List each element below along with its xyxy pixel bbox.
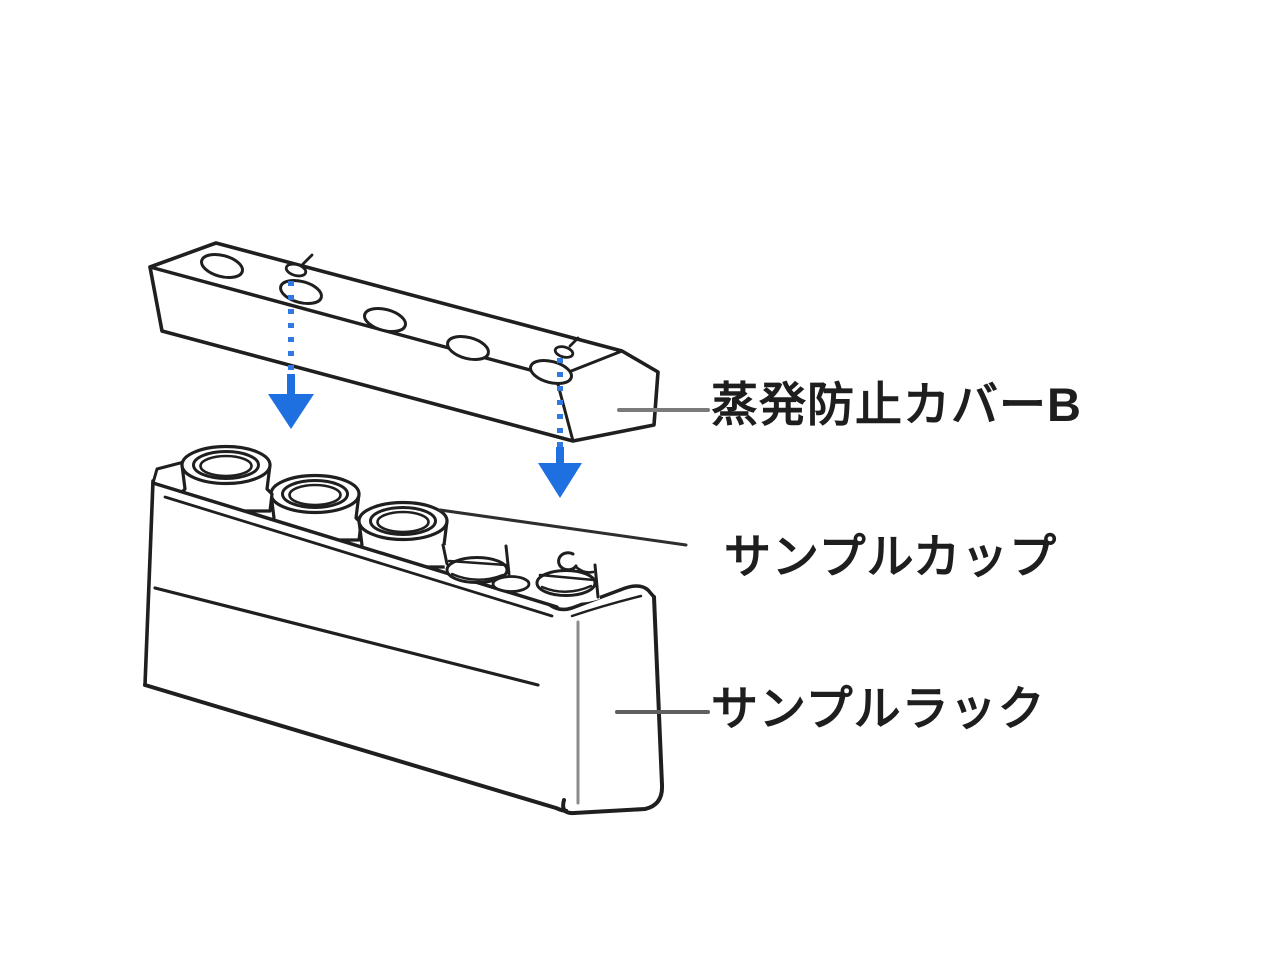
cup-rim-inner <box>281 479 349 509</box>
assembly-arrow-left <box>268 281 314 429</box>
rack-front-wall-fill <box>145 483 566 813</box>
rack-right-end-outline <box>561 595 665 816</box>
cover-hole-4 <box>446 334 490 362</box>
cover-front-top-edge <box>148 265 558 379</box>
rack-right-end-lip <box>570 594 643 618</box>
deck-clip-mark <box>557 551 595 574</box>
rack-right-end-top-edge <box>548 584 656 612</box>
cover-hole-5 <box>529 358 573 386</box>
rack-inner-diagonal <box>153 586 540 687</box>
label-sample-rack: サンプルラック <box>711 682 1046 735</box>
assembly-arrow-right <box>538 358 582 498</box>
cup-cavity <box>199 454 253 478</box>
cover-pin-hole-right-tick <box>568 336 580 348</box>
slot-wall-left <box>441 543 449 566</box>
rack-left-edge <box>143 479 155 687</box>
cover-holes <box>200 252 573 386</box>
cup-rim-inner <box>192 450 260 480</box>
leader-line-sample-cup <box>438 508 688 547</box>
cup-cavity <box>288 483 342 507</box>
cover-pin-hole-left-tick <box>301 253 314 266</box>
rack-top-rim <box>151 481 559 609</box>
cover-hole-3 <box>363 306 407 334</box>
slot-chord <box>538 573 596 582</box>
cover-hole-1 <box>200 252 244 280</box>
clip-loop <box>557 551 578 572</box>
cup-cavity <box>376 510 430 534</box>
cover-silhouette <box>148 241 660 443</box>
cover-pin-holes <box>284 253 580 359</box>
rack-right-end-fill <box>557 589 662 813</box>
rack-inner-rim <box>163 495 554 618</box>
clip-tail <box>574 565 595 574</box>
slot-wall-right <box>504 544 511 576</box>
deck-small-hole <box>491 575 531 593</box>
label-evaporation-cover-b: 蒸発防止カバーB <box>711 378 1082 431</box>
cup-rim-inner <box>369 506 437 536</box>
rack-left-corner-step <box>151 460 186 485</box>
evaporation-cover-b <box>148 241 660 443</box>
arrow-head <box>268 394 314 429</box>
empty-slot-1 <box>441 543 511 584</box>
slot-inner-arc <box>540 584 593 593</box>
rack-right-end <box>548 584 665 816</box>
slot-chord <box>447 559 508 567</box>
slot-wall-right <box>593 563 600 599</box>
label-sample-cup: サンプルカップ <box>724 530 1058 583</box>
arrow-head <box>538 463 582 498</box>
cover-pin-hole-right <box>553 345 575 359</box>
slot-inner-arc <box>450 572 505 581</box>
empty-slot-2 <box>535 559 600 603</box>
sample-rack <box>143 444 665 816</box>
cover-pin-hole-left <box>284 262 308 278</box>
